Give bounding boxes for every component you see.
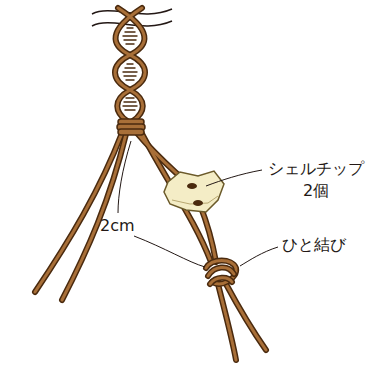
top-knot [117, 119, 145, 135]
helix-rung [123, 71, 138, 73]
helix-rung [125, 109, 136, 111]
helix-rung [127, 27, 134, 29]
helix-rung [125, 31, 136, 33]
helix-rung [126, 43, 135, 45]
leader-line [118, 141, 278, 267]
cord-fill [35, 8, 266, 360]
helix-rung [123, 35, 138, 37]
helix-rung [126, 79, 135, 81]
helix-rungs [123, 28, 138, 110]
shell-chip [164, 171, 224, 212]
part-label: ひと結び [282, 234, 346, 256]
helix-rung [124, 75, 137, 77]
overhand-knot [206, 261, 236, 285]
helix-rung [123, 105, 138, 107]
helix-rung [124, 39, 137, 41]
dimension-label: 2cm [100, 215, 135, 237]
helix-rung [124, 101, 137, 103]
helix-rung [125, 67, 136, 69]
cord-outline [35, 8, 266, 360]
helix-rung [127, 63, 134, 65]
part-label: シェルチップ 2個 [262, 158, 370, 201]
helix-rung [126, 97, 135, 99]
